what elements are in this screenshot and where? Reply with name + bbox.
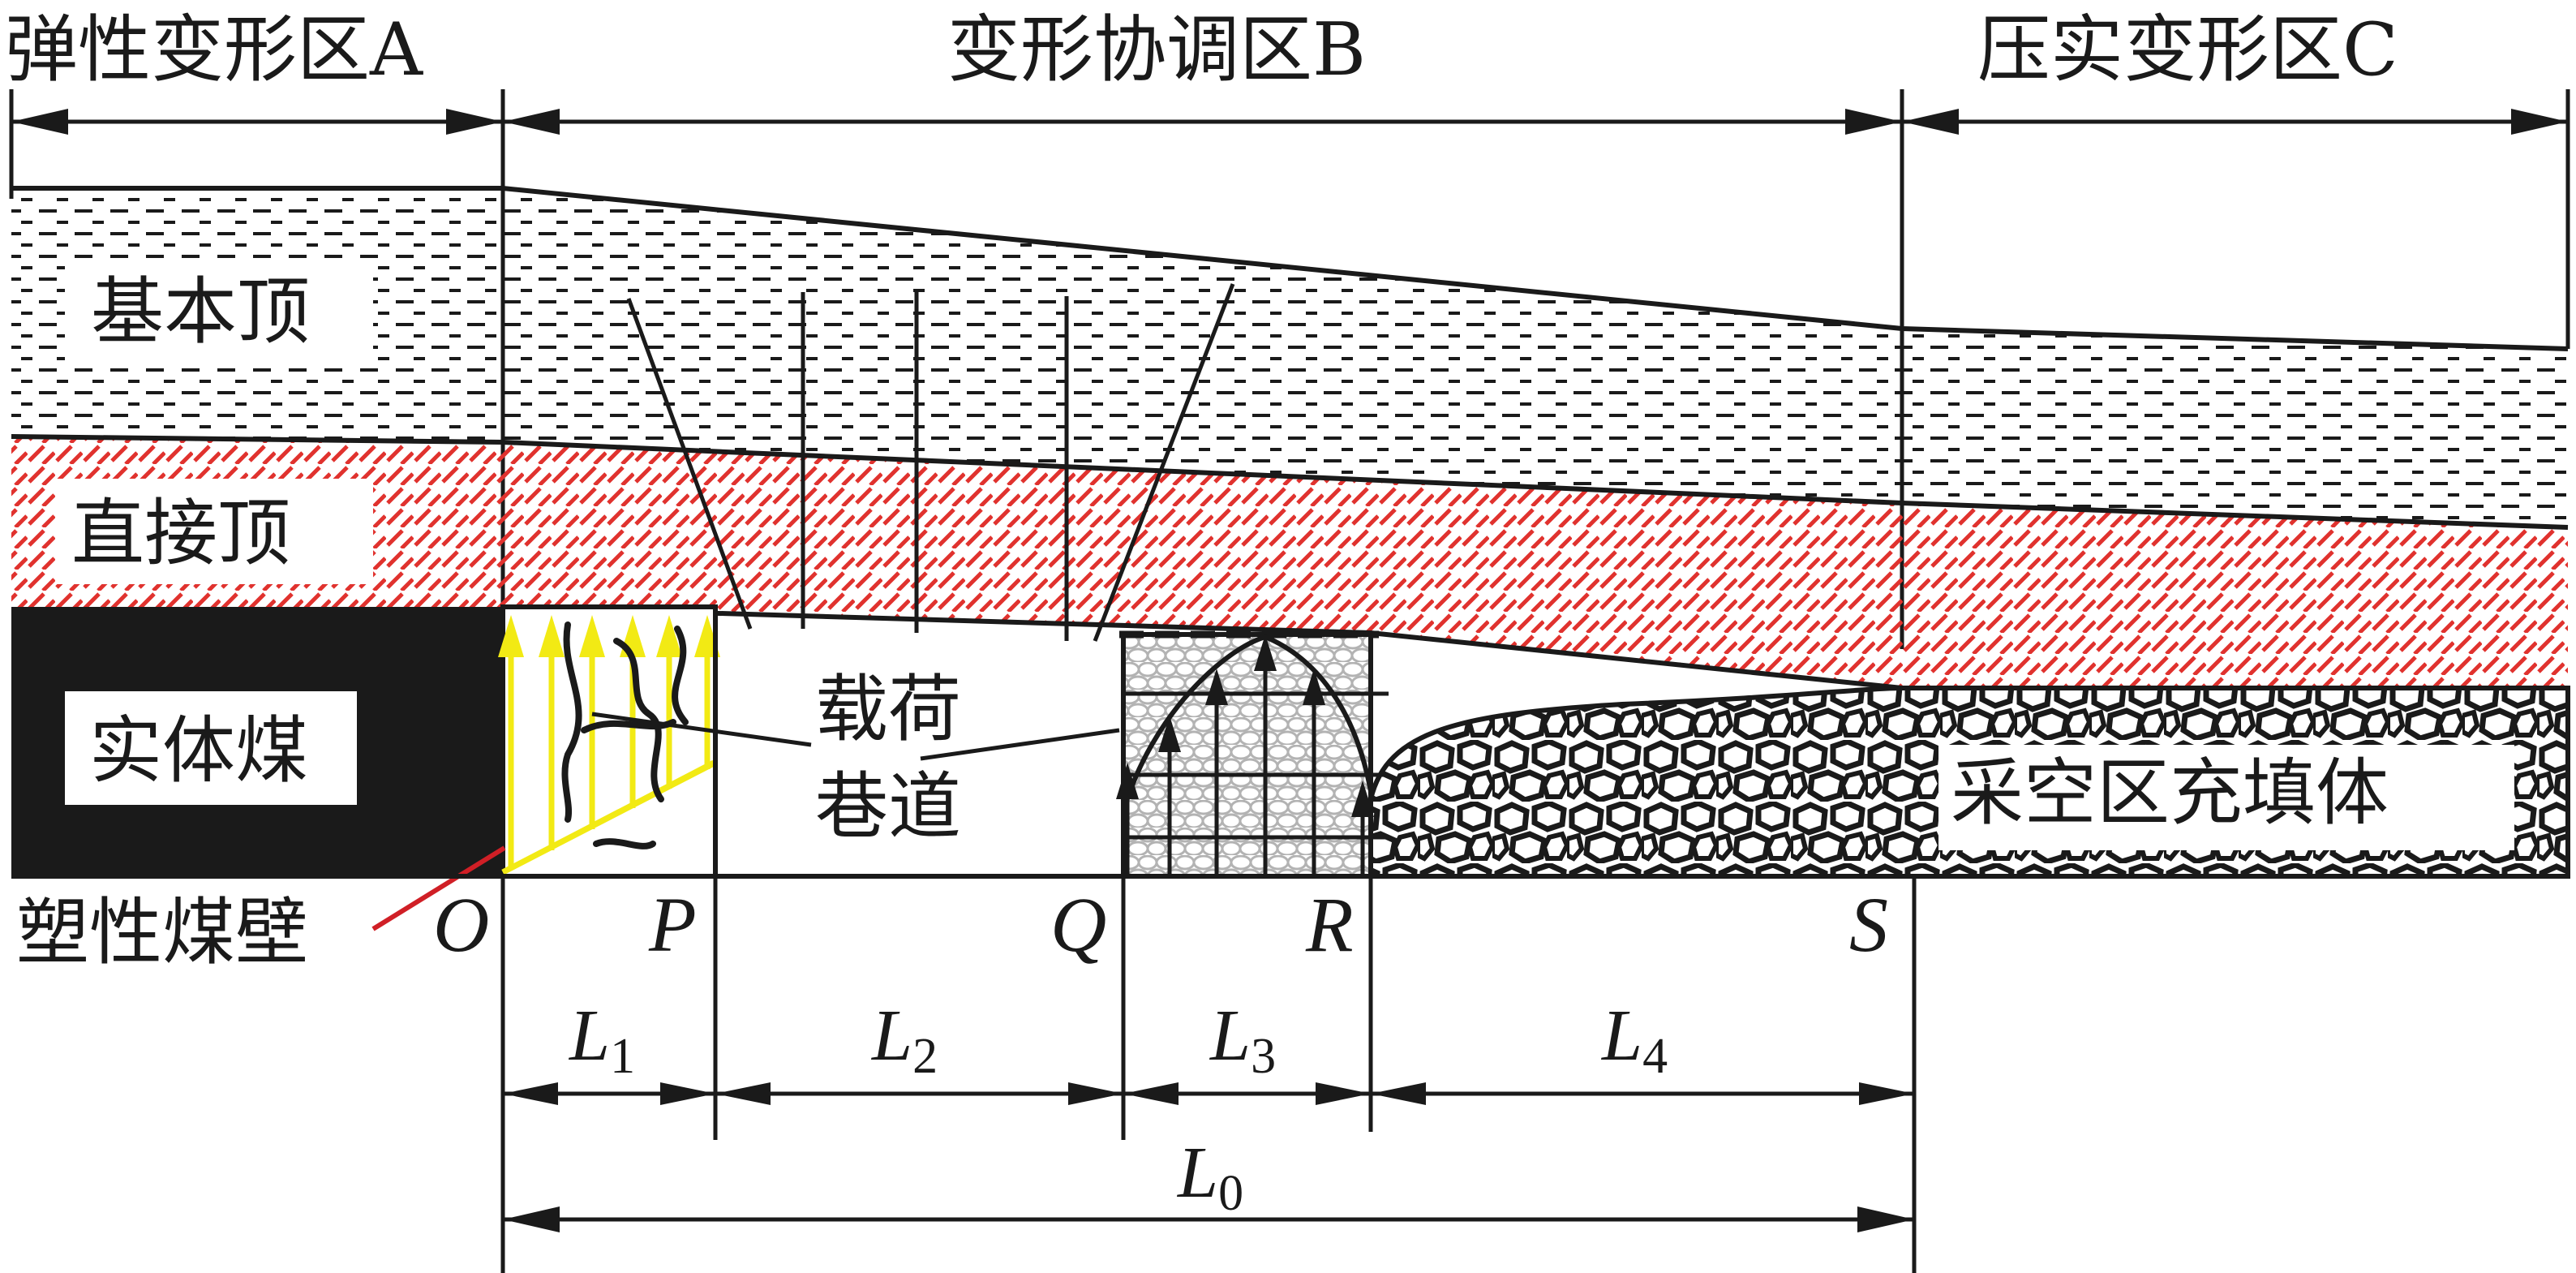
length-l3-label: L3 — [1209, 996, 1276, 1084]
roadway-label-line1: 载荷 — [815, 667, 961, 752]
length-l4-label: L4 — [1600, 996, 1668, 1084]
immediate-roof-layer — [11, 437, 2568, 688]
side-fill-grid — [1119, 630, 1389, 840]
length-l4-symbol: L — [1600, 996, 1642, 1076]
zone-dimension-lines — [9, 89, 2570, 649]
main-roof-label: 基本顶 — [91, 269, 310, 355]
length-l2-symbol: L — [870, 996, 912, 1076]
main-roof-layer — [11, 188, 2568, 527]
roadway-leader-right — [920, 728, 1120, 761]
side-fill-stress-arrows — [1116, 634, 1374, 876]
point-p-label: P — [648, 881, 697, 968]
zone-b-label: 变形协调区B — [947, 7, 1366, 92]
immediate-roof-top-line — [11, 434, 2569, 530]
plastic-wall-yellow-base — [501, 759, 717, 875]
length-l0-symbol: L — [1176, 1133, 1218, 1213]
goaf-fill-label-box — [1938, 745, 2514, 850]
zone-a-label: 弹性变形区A — [5, 7, 423, 92]
length-l3-subscript: 3 — [1251, 1029, 1276, 1084]
roof-fracture-lines — [626, 283, 1235, 642]
length-l3-symbol: L — [1209, 996, 1251, 1076]
length-l2-label: L2 — [870, 996, 938, 1084]
length-l1-label: L1 — [568, 996, 635, 1084]
solid-coal-label-box — [65, 691, 357, 805]
roadway-leader-left — [591, 712, 812, 747]
point-r-label: R — [1305, 881, 1354, 968]
plastic-wall-pointer-line — [371, 845, 506, 931]
length-l1-subscript: 1 — [610, 1029, 635, 1084]
point-s-label: S — [1849, 881, 1888, 968]
length-l4-subscript: 4 — [1642, 1029, 1668, 1084]
roadway-label-line2: 巷道 — [815, 764, 961, 849]
length-dimension-lines — [500, 876, 1917, 1273]
immediate-roof-label: 直接顶 — [71, 491, 290, 576]
main-roof-label-box — [65, 258, 373, 365]
length-l1-symbol: L — [568, 996, 610, 1076]
main-roof-top-line — [11, 186, 2569, 351]
point-o-label: O — [433, 881, 489, 968]
goaf-fill-label: 采空区充填体 — [1951, 750, 2389, 836]
zone-c-label: 压实变形区C — [1977, 7, 2398, 92]
plastic-wall-label: 塑性煤壁 — [16, 890, 308, 975]
length-l0-label: L0 — [1176, 1133, 1243, 1221]
solid-coal-label: 实体煤 — [89, 708, 308, 793]
immediate-roof-label-box — [55, 479, 373, 584]
length-l2-subscript: 2 — [912, 1029, 938, 1084]
side-fill-block — [1121, 632, 1373, 879]
point-q-label: Q — [1050, 881, 1106, 968]
length-l0-subscript: 0 — [1218, 1166, 1243, 1221]
